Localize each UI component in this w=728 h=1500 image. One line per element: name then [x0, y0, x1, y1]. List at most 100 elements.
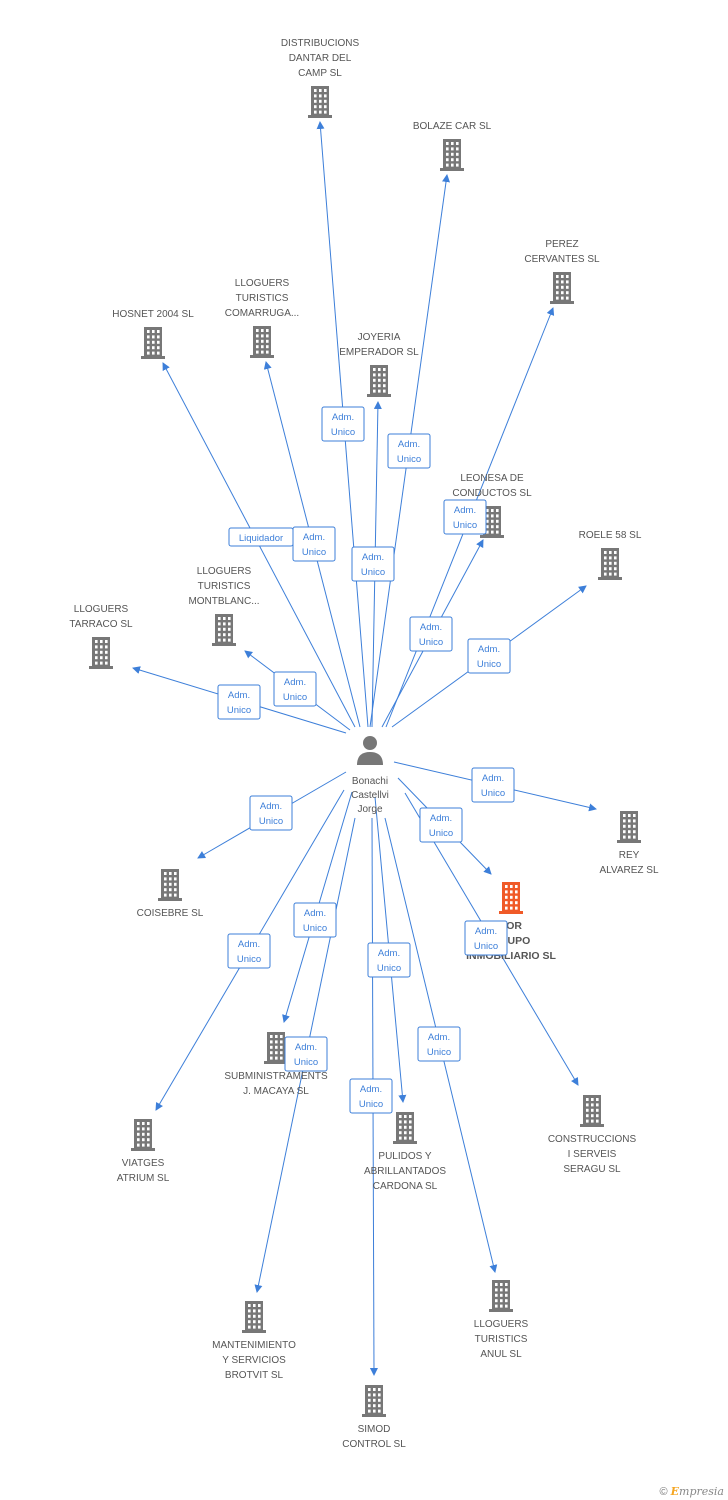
building-icon — [158, 869, 182, 901]
brand-logo[interactable]: Empresia — [670, 1485, 724, 1498]
company-name-line: LEONESA DE — [460, 473, 524, 484]
edge-role-label[interactable]: Adm.Unico — [467, 638, 511, 674]
edge-role-label[interactable]: Adm.Unico — [464, 920, 508, 956]
edge-label-text: Unico — [302, 547, 326, 558]
edge-role-label[interactable]: Adm.Unico — [349, 1078, 393, 1114]
edge-role-label[interactable]: Adm.Unico — [419, 807, 463, 843]
building-icon — [440, 139, 464, 171]
edge-role-label[interactable]: Adm.Unico — [293, 902, 337, 938]
edge-role-label[interactable]: Adm.Unico — [387, 433, 431, 469]
edge-role-label[interactable]: Adm.Unico — [351, 546, 395, 582]
company-name-line: ROELE 58 SL — [579, 530, 642, 541]
company-node-bolaze[interactable]: BOLAZE CAR SL — [413, 121, 492, 171]
company-name-line: TURISTICS — [475, 1334, 528, 1345]
edge-role-label[interactable]: Adm.Unico — [367, 942, 411, 978]
edge-label-box — [419, 807, 463, 843]
edge-label-text: Liquidador — [239, 533, 283, 544]
person-icon — [357, 736, 383, 765]
edge-label-text: Adm. — [428, 1032, 450, 1043]
edge-label-box — [217, 684, 261, 720]
company-name-line: DISTRIBUCIONS — [281, 38, 360, 49]
edge-label-box — [284, 1036, 328, 1072]
company-name-line: BROTVIT SL — [225, 1370, 284, 1381]
edge-label-text: Adm. — [303, 532, 325, 543]
edge-label-text: Unico — [303, 923, 327, 934]
edge-role-label[interactable]: Adm.Unico — [409, 616, 453, 652]
edge-label-text: Unico — [397, 454, 421, 465]
company-node-hosnet[interactable]: HOSNET 2004 SL — [112, 309, 194, 359]
edge-role-label[interactable]: Liquidador — [228, 527, 294, 547]
edge-label-box — [471, 767, 515, 803]
edge-label-text: Unico — [474, 941, 498, 952]
edge-label-text: Unico — [294, 1057, 318, 1068]
building-icon — [131, 1119, 155, 1151]
company-node-comarruga[interactable]: LLOGUERSTURISTICSCOMARRUGA... — [225, 278, 299, 358]
edge-role-label[interactable]: Adm.Unico — [471, 767, 515, 803]
company-name-line: SERAGU SL — [563, 1164, 621, 1175]
company-node-coisebre[interactable]: COISEBRE SL — [137, 869, 204, 919]
edge-label-text: Unico — [237, 954, 261, 965]
company-name-line: ANUL SL — [480, 1349, 522, 1360]
company-name-line: CAMP SL — [298, 68, 342, 79]
edge-role-label[interactable]: Adm. Unico — [321, 406, 365, 442]
company-name-line: CONDUCTOS SL — [452, 488, 532, 499]
edge-label-text: Adm. — [284, 677, 306, 688]
edge-label-box — [349, 1078, 393, 1114]
edge-label-text: Unico — [453, 520, 477, 531]
edge-role-label[interactable]: Adm. Unico — [227, 933, 271, 969]
building-icon — [89, 637, 113, 669]
company-name-line: EMPERADOR SL — [339, 347, 419, 358]
edge-label-text: Adm. — [238, 939, 260, 950]
edge-label-text: Unico — [331, 427, 355, 438]
company-node-roele[interactable]: ROELE 58 SL — [579, 530, 642, 580]
edge-role-label[interactable]: Adm.Unico — [284, 1036, 328, 1072]
edge-label-text: Adm. — [378, 948, 400, 959]
footer-brand: © Empresia — [659, 1485, 724, 1498]
company-node-montblanc[interactable]: LLOGUERSTURISTICSMONTBLANC... — [188, 566, 260, 646]
edge-role-label[interactable]: Adm. Unico — [292, 526, 336, 562]
person-name-line: Jorge — [357, 804, 382, 815]
edge-label-text: Adm. — [454, 505, 476, 516]
edge-role-label[interactable]: Adm.Unico — [249, 795, 293, 831]
company-name-line: CARDONA SL — [373, 1181, 438, 1192]
company-node-leonesa[interactable]: LEONESA DE CONDUCTOS SL — [452, 473, 532, 538]
building-icon — [367, 365, 391, 397]
building-icon — [393, 1112, 417, 1144]
company-name-line: ATRIUM SL — [117, 1173, 170, 1184]
building-icon — [580, 1095, 604, 1127]
building-icon — [550, 272, 574, 304]
edge-label-box — [293, 902, 337, 938]
edge-label-text: Adm. — [332, 412, 354, 423]
edge-role-label[interactable]: Adm. Unico — [417, 1026, 461, 1062]
edge-label-box — [464, 920, 508, 956]
edge-label-text: Adm. — [360, 1084, 382, 1095]
company-node-viatges[interactable]: VIATGES ATRIUM SL — [117, 1119, 170, 1184]
company-name-line: LLOGUERS — [197, 566, 252, 577]
building-icon — [598, 548, 622, 580]
edge-label-box — [417, 1026, 461, 1062]
edge-role-label[interactable]: Adm.Unico — [217, 684, 261, 720]
edge-role-label[interactable]: Adm.Unico — [273, 671, 317, 707]
company-name-line: CERVANTES SL — [524, 254, 600, 265]
edge-label-box — [467, 638, 511, 674]
company-name-line: Y SERVICIOS — [222, 1355, 286, 1366]
company-name-line: MONTBLANC... — [188, 596, 259, 607]
edge-label-text: Unico — [427, 1047, 451, 1058]
edge-label-text: Adm. — [362, 552, 384, 563]
company-name-line: J. MACAYA SL — [243, 1086, 309, 1097]
company-name-line: VIATGES — [122, 1158, 165, 1169]
edge-role-label[interactable]: Adm. Unico — [443, 499, 487, 535]
